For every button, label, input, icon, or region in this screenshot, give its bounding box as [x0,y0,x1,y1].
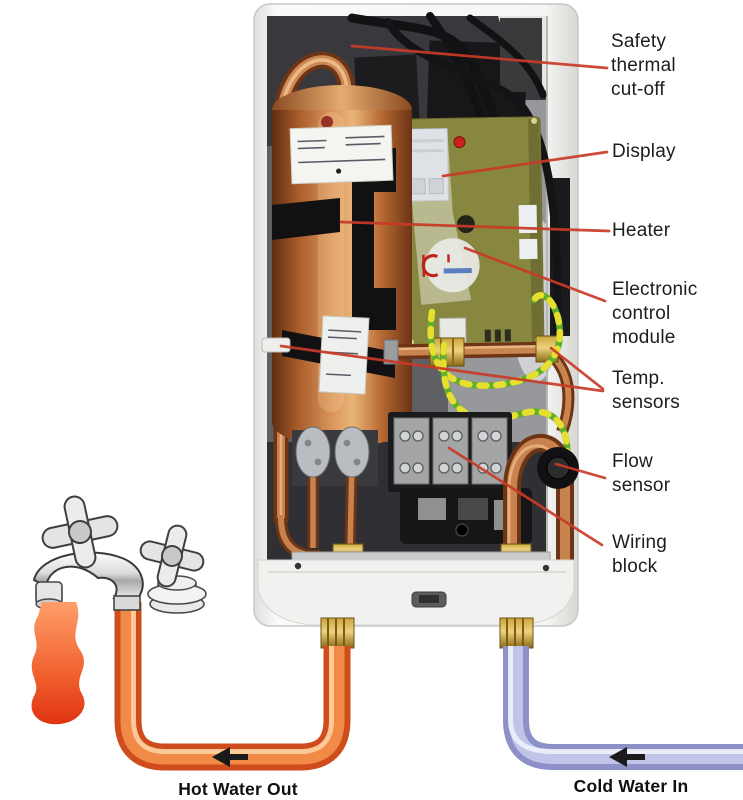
copper-tank-heater [261,51,412,522]
callout-flow-sensor: Flow sensor [612,450,670,498]
callout-line: Heater [612,220,671,241]
leader-temp-sensor-2 [549,346,605,391]
leader-safety-thermal-cut-off [350,44,609,70]
terminal-screws [399,430,502,474]
callout-wiring-block: Wiring block [612,531,667,579]
callout-line: sensor [612,475,671,496]
leader-wiring-block [447,446,604,547]
faucet-right-handle [139,524,205,588]
callout-line: Display [612,141,676,162]
cold-water-in-label: Cold Water In [573,776,689,796]
ground-wires [427,292,571,472]
faucet-right-handle-base [147,575,207,614]
leader-display [441,150,609,178]
callout-line: control [612,303,671,324]
leader-heater [339,220,611,233]
wiring-block [388,412,532,544]
callout-line: Safety [611,31,667,52]
callout-line: Wiring [612,532,668,553]
callout-display: Display [612,140,676,164]
callout-line: Electronic [612,279,698,300]
faucet-left-handle [41,495,119,569]
callout-line: cut-off [611,79,665,100]
callout-line: Temp. [612,368,665,389]
cold-water-pipe [503,646,743,770]
callout-line: module [612,327,676,348]
hot-water-out-label: Hot Water Out [178,779,298,799]
callout-line: thermal [611,55,676,76]
temp-sensor-connector [261,337,291,353]
cold-flow-arrow-icon [609,747,645,767]
leader-temp-sensor-1 [279,344,605,393]
hot-flow-arrow-icon [212,747,248,767]
electronic-control-module [399,116,545,348]
callout-electronic-control-module: Electronic control module [612,278,697,350]
faucet [31,495,207,725]
callout-safety-thermal-cut-off: Safety thermal cut-off [611,30,676,102]
leader-flow-sensor [554,462,607,480]
led-indicator [453,136,466,149]
unit-base [257,551,575,626]
callout-temp-sensors: Temp. sensors [612,367,680,415]
callout-line: Flow [612,451,653,472]
hot-outlet-fitting [320,617,355,649]
callout-line: sensors [612,392,680,413]
tank-rating-label [289,124,394,185]
mounting-bracket [400,488,532,544]
callout-heater: Heater [612,219,670,243]
tank-outlet-fittings [275,426,378,562]
cold-inlet-fitting [499,617,534,649]
hot-water-stream [31,602,85,725]
callout-line: block [612,556,658,577]
ce-marking [421,254,450,278]
leader-electronic-control-module [463,246,607,303]
leader-lines [279,44,611,547]
